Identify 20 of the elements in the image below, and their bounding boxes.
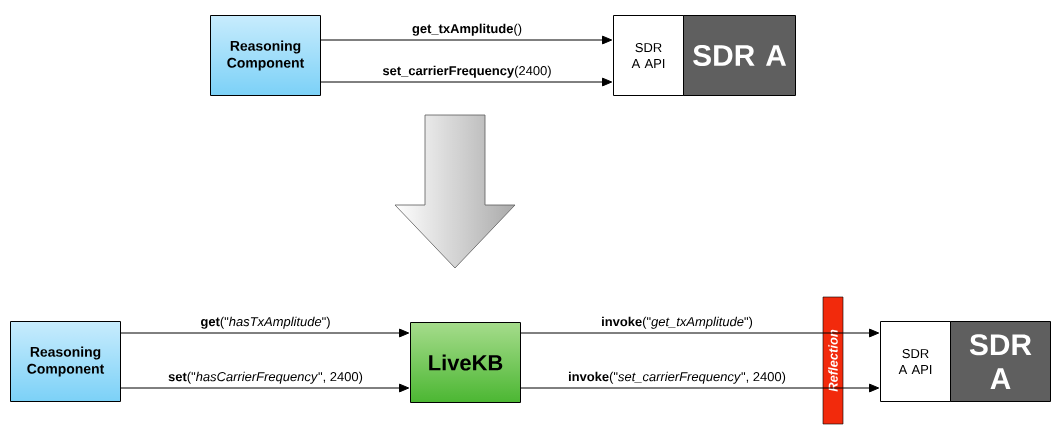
arrow	[120, 328, 410, 338]
api-box: SDR A API	[880, 321, 951, 402]
edge-label: set("hasCarrierFrequency", 2400)	[168, 371, 363, 384]
reflection-bar: Reflection	[822, 296, 844, 425]
process-box: Reasoning Component	[210, 15, 321, 96]
arrow	[832, 383, 880, 393]
process-box: Reasoning Component	[10, 321, 121, 402]
arrow	[832, 328, 880, 338]
device-box: SDR A	[950, 321, 1051, 402]
knowledge-base-box: LiveKB	[410, 322, 521, 403]
edge-label: get("hasTxAmplitude")	[201, 316, 330, 329]
edge-label: get_txAmplitude()	[412, 23, 522, 36]
arrow	[320, 77, 613, 87]
device-box: SDR A	[683, 15, 796, 96]
arrow	[320, 35, 613, 45]
api-box: SDR A API	[613, 15, 684, 96]
edge-label: set_carrierFrequency(2400)	[382, 65, 551, 78]
arrow	[120, 383, 410, 393]
edge-label: invoke("set_carrierFrequency", 2400)	[568, 371, 786, 384]
edge-label: invoke("get_txAmplitude")	[602, 316, 753, 329]
